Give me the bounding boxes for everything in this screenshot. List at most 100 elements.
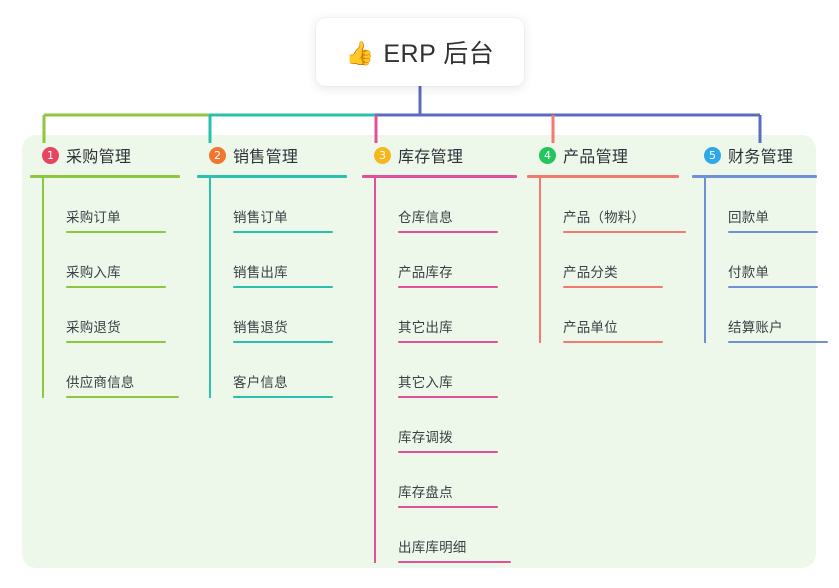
root-title: ERP 后台 bbox=[383, 40, 495, 68]
leaf-rule bbox=[398, 396, 498, 398]
column-badge-5: 5 bbox=[704, 146, 721, 164]
leaf-rule bbox=[398, 341, 498, 343]
leaf-rule bbox=[66, 286, 166, 288]
column-5: 5 财务管理回款单付款单结算账户 bbox=[692, 143, 828, 343]
leaf-node[interactable]: 产品分类 bbox=[539, 233, 679, 288]
column-header-4[interactable]: 4 产品管理 bbox=[527, 143, 679, 167]
column-spine-1 bbox=[42, 178, 44, 398]
column-title-4: 产品管理 bbox=[563, 149, 629, 166]
column-title-2: 销售管理 bbox=[233, 149, 299, 166]
leaf-rule bbox=[398, 286, 498, 288]
leaf-node[interactable]: 产品单位 bbox=[539, 288, 679, 343]
leaf-label: 产品分类 bbox=[563, 265, 618, 280]
leaf-rule bbox=[233, 341, 333, 343]
leaf-label: 产品库存 bbox=[398, 265, 453, 280]
column-children-5: 回款单付款单结算账户 bbox=[692, 178, 828, 343]
column-title-3: 库存管理 bbox=[398, 149, 464, 166]
leaf-rule bbox=[563, 341, 663, 343]
leaf-rule bbox=[398, 231, 498, 233]
column-rule-4 bbox=[527, 175, 679, 178]
column-title-5: 财务管理 bbox=[728, 149, 794, 166]
leaf-label: 其它入库 bbox=[398, 375, 453, 390]
column-2: 2 销售管理销售订单销售出库销售退货客户信息 bbox=[197, 143, 347, 398]
leaf-label: 库存调拨 bbox=[398, 430, 453, 445]
column-children-1: 采购订单采购入库采购退货供应商信息 bbox=[30, 178, 180, 398]
column-badge-4: 4 bbox=[539, 146, 556, 164]
leaf-label: 库存盘点 bbox=[398, 485, 453, 500]
leaf-node[interactable]: 产品（物料） bbox=[539, 178, 686, 233]
column-spine-3 bbox=[374, 178, 376, 563]
leaf-rule bbox=[233, 286, 333, 288]
column-badge-2: 2 bbox=[209, 146, 226, 164]
leaf-label: 仓库信息 bbox=[398, 210, 453, 225]
column-header-3[interactable]: 3 库存管理 bbox=[362, 143, 517, 167]
leaf-label: 产品单位 bbox=[563, 320, 618, 335]
leaf-node[interactable]: 采购退货 bbox=[42, 288, 180, 343]
column-rule-2 bbox=[197, 175, 347, 178]
leaf-label: 结算账户 bbox=[728, 320, 783, 335]
column-children-4: 产品（物料） 产品分类产品单位 bbox=[527, 178, 686, 343]
leaf-rule bbox=[66, 341, 166, 343]
root-node[interactable]: 👍 ERP 后台 bbox=[316, 18, 524, 86]
column-rule-1 bbox=[30, 175, 180, 178]
leaf-node[interactable]: 结算账户 bbox=[704, 288, 828, 343]
leaf-rule bbox=[66, 396, 179, 398]
leaf-node[interactable]: 回款单 bbox=[704, 178, 818, 233]
leaf-label: 出库库明细 bbox=[398, 540, 467, 555]
leaf-label: 销售退货 bbox=[233, 320, 288, 335]
leaf-rule bbox=[563, 231, 686, 233]
leaf-label: 销售出库 bbox=[233, 265, 288, 280]
leaf-node[interactable]: 产品库存 bbox=[374, 233, 517, 288]
leaf-label: 其它出库 bbox=[398, 320, 453, 335]
leaf-rule bbox=[66, 231, 166, 233]
leaf-rule bbox=[728, 286, 818, 288]
leaf-node[interactable]: 销售订单 bbox=[209, 178, 347, 233]
leaf-rule bbox=[398, 506, 498, 508]
column-badge-3: 3 bbox=[374, 146, 391, 164]
leaf-rule bbox=[233, 396, 333, 398]
column-rule-3 bbox=[362, 175, 517, 178]
leaf-node[interactable]: 供应商信息 bbox=[42, 343, 180, 398]
column-header-1[interactable]: 1 采购管理 bbox=[30, 143, 180, 167]
column-badge-1: 1 bbox=[42, 146, 59, 164]
leaf-node[interactable]: 付款单 bbox=[704, 233, 818, 288]
leaf-node[interactable]: 销售出库 bbox=[209, 233, 347, 288]
column-3: 3 库存管理仓库信息产品库存其它出库其它入库库存调拨库存盘点出库库明细 bbox=[362, 143, 517, 563]
leaf-label: 客户信息 bbox=[233, 375, 288, 390]
leaf-node[interactable]: 采购入库 bbox=[42, 233, 180, 288]
leaf-label: 供应商信息 bbox=[66, 375, 135, 390]
column-rule-5 bbox=[692, 175, 817, 178]
leaf-node[interactable]: 库存调拨 bbox=[374, 398, 517, 453]
leaf-node[interactable]: 客户信息 bbox=[209, 343, 347, 398]
leaf-node[interactable]: 采购订单 bbox=[42, 178, 180, 233]
leaf-node[interactable]: 销售退货 bbox=[209, 288, 347, 343]
column-children-3: 仓库信息产品库存其它出库其它入库库存调拨库存盘点出库库明细 bbox=[362, 178, 517, 563]
thumbs-up-icon: 👍 bbox=[345, 39, 375, 66]
column-title-1: 采购管理 bbox=[66, 149, 132, 166]
column-spine-5 bbox=[704, 178, 706, 343]
leaf-node[interactable]: 出库库明细 bbox=[374, 508, 517, 563]
leaf-node[interactable]: 其它出库 bbox=[374, 288, 517, 343]
leaf-label: 采购订单 bbox=[66, 210, 121, 225]
leaf-label: 销售订单 bbox=[233, 210, 288, 225]
leaf-label: 采购退货 bbox=[66, 320, 121, 335]
leaf-rule bbox=[398, 561, 511, 563]
leaf-node[interactable]: 仓库信息 bbox=[374, 178, 517, 233]
leaf-rule bbox=[233, 231, 333, 233]
column-header-5[interactable]: 5 财务管理 bbox=[692, 143, 817, 167]
column-header-2[interactable]: 2 销售管理 bbox=[197, 143, 347, 167]
leaf-rule bbox=[563, 286, 663, 288]
leaf-node[interactable]: 库存盘点 bbox=[374, 453, 517, 508]
diagram-panel bbox=[22, 135, 816, 568]
column-4: 4 产品管理产品（物料） 产品分类产品单位 bbox=[527, 143, 686, 343]
column-spine-2 bbox=[209, 178, 211, 398]
leaf-label: 付款单 bbox=[728, 265, 770, 280]
column-spine-4 bbox=[539, 178, 541, 343]
leaf-label: 产品（物料） bbox=[563, 210, 646, 225]
leaf-node[interactable]: 其它入库 bbox=[374, 343, 517, 398]
leaf-rule bbox=[728, 341, 828, 343]
leaf-label: 回款单 bbox=[728, 210, 770, 225]
leaf-rule bbox=[398, 451, 498, 453]
leaf-rule bbox=[728, 231, 818, 233]
